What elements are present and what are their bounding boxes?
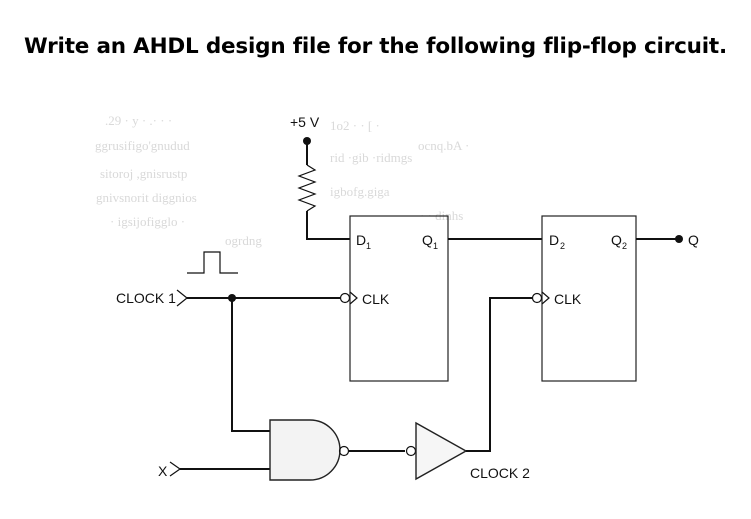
ff2-d-label: D: [549, 232, 559, 248]
input-x-arrow: [169, 461, 182, 477]
svg-text:ggrusifigo'gnudud: ggrusifigo'gnudud: [95, 138, 190, 153]
svg-text:ogrdng: ogrdng: [225, 233, 262, 248]
ff1-clock-bubble: [339, 292, 351, 304]
ff1-d-subscript: 1: [366, 241, 371, 251]
clock2-wire: [466, 297, 532, 452]
svg-text:.29 · y · .· · ·: .29 · y · .· · ·: [105, 113, 172, 128]
ff2-clock-triangle: [541, 291, 550, 305]
scan-noise-background: .29 · y · .· · · ggrusifigo'gnudud sitor…: [95, 113, 469, 248]
svg-text:igbofg.giga: igbofg.giga: [330, 184, 390, 199]
nand-gate: [269, 419, 341, 481]
ff2-q-label: Q: [611, 232, 622, 248]
svg-text:1o2 · · [ ·: 1o2 · · [ ·: [330, 118, 380, 133]
inverter-input-bubble: [405, 445, 417, 457]
ff2-d-subscript: 2: [560, 241, 565, 251]
question-text: Write an AHDL design file for the follow…: [24, 34, 727, 59]
ff2-q-subscript: 2: [622, 241, 627, 251]
svg-text:rid ·gib ·ridmgs: rid ·gib ·ridmgs: [330, 150, 412, 165]
clock1-input-arrow: [176, 289, 188, 307]
clock1-to-nand-wire: [231, 298, 270, 432]
svg-text:sitoroj ,gnisrustp: sitoroj ,gnisrustp: [100, 166, 187, 181]
svg-text:ocnq.bA ·: ocnq.bA ·: [418, 138, 469, 153]
pullup-resistor: [297, 164, 317, 212]
clock2-label: CLOCK 2: [470, 465, 530, 481]
supply-voltage-label: +5 V: [290, 114, 320, 130]
svg-text:gnivsnorit diggnios: gnivsnorit diggnios: [96, 190, 197, 205]
ff1-q-subscript: 1: [433, 241, 438, 251]
clock1-label: CLOCK 1: [116, 290, 176, 306]
clock-pulse-icon: [187, 251, 238, 274]
ff1-d-label: D: [356, 232, 366, 248]
ff2-clk-label: CLK: [554, 291, 582, 307]
input-x-label: X: [158, 463, 168, 479]
output-terminal-dot: [675, 235, 683, 243]
output-q-label: Q: [688, 232, 699, 248]
pullup-to-d1-wire: [306, 211, 350, 240]
ff2-clock-bubble: [531, 292, 543, 304]
inverter-gate: [415, 421, 468, 481]
ff1-clk-label: CLK: [362, 291, 390, 307]
ff1-q-label: Q: [422, 232, 433, 248]
svg-text:· igsijofigglo ·: · igsijofigglo ·: [110, 214, 185, 229]
nand-output-bubble: [338, 445, 350, 457]
ff1-clock-triangle: [349, 291, 358, 305]
